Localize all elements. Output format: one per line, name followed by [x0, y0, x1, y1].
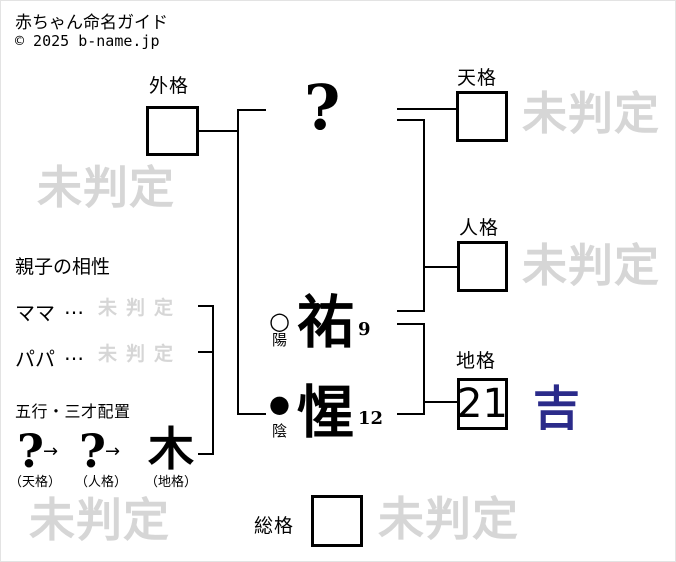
- tenkaku-label: 天格: [457, 67, 498, 89]
- bracket-chikaku-vertical: [423, 323, 425, 415]
- sansai-arrow-2-icon: →: [105, 441, 121, 462]
- aisho-papa-label: パパ: [15, 347, 55, 371]
- jinkaku-box: [457, 241, 508, 292]
- bottom-left-watermark: 未判定: [29, 493, 170, 547]
- bracket-aisho-mama: [198, 305, 214, 307]
- jinkaku-result-watermark: 未判定: [522, 239, 661, 292]
- aisho-papa-dots: …: [64, 341, 84, 365]
- soukaku-box: [311, 495, 363, 547]
- tenkaku-result-watermark: 未判定: [522, 87, 661, 140]
- given-name-char-2-strokes: 12: [358, 408, 384, 429]
- chikaku-result-kichi: 吉: [533, 382, 580, 437]
- page-title: 赤ちゃん命名ガイド: [15, 13, 168, 33]
- bracket-jinkaku-vertical: [423, 119, 425, 312]
- gaikaku-result-watermark: 未判定: [37, 161, 176, 214]
- given-name-char-2: 惺: [297, 379, 354, 446]
- bracket-outer-vertical: [237, 109, 239, 415]
- gaikaku-label: 外格: [149, 75, 190, 97]
- chikaku-value: 21: [457, 381, 508, 427]
- chikaku-box: 21: [457, 378, 508, 430]
- yin-label: 陰: [272, 422, 288, 440]
- yang-circle-icon: ○: [269, 307, 290, 335]
- bracket-sansai-ki: [198, 453, 214, 455]
- connector-jinkaku-box: [425, 266, 457, 268]
- sansai-element-1: ?: [17, 424, 44, 478]
- sansai-arrow-1-icon: →: [43, 441, 59, 462]
- soukaku-label: 総格: [254, 515, 295, 537]
- bracket-jinkaku-top: [397, 119, 425, 121]
- yin-circle-icon: ●: [269, 390, 290, 418]
- connector-chikaku-box: [425, 401, 457, 403]
- sansai-element-3: 木: [148, 422, 194, 476]
- bracket-outer-bottom: [237, 413, 266, 415]
- aisho-mama-result: 未判定: [98, 297, 183, 319]
- given-name-char-1: 祐: [297, 289, 354, 356]
- aisho-papa-result: 未判定: [98, 343, 183, 365]
- bracket-aisho-vertical: [212, 305, 214, 455]
- yang-label: 陽: [272, 331, 288, 349]
- sansai-paren-label-jinkaku: （人格）: [75, 475, 128, 490]
- connector-gaikaku-box: [199, 130, 238, 132]
- bracket-chikaku-bottom: [397, 413, 425, 415]
- sansai-section-title: 五行・三才配置: [15, 402, 131, 421]
- sansai-element-2: ?: [79, 424, 106, 478]
- bracket-jinkaku-bottom: [397, 310, 425, 312]
- aisho-mama-label: ママ: [15, 301, 55, 325]
- soukaku-result-watermark: 未判定: [378, 492, 519, 546]
- chikaku-label: 地格: [456, 350, 497, 372]
- bracket-chikaku-top: [397, 323, 425, 325]
- copyright-text: © 2025 b-name.jp: [15, 32, 160, 50]
- connector-tenkaku: [397, 108, 457, 110]
- tenkaku-box: [456, 91, 508, 142]
- surname-placeholder: ?: [304, 71, 341, 144]
- sansai-paren-label-tenkaku: （天格）: [9, 475, 62, 490]
- bracket-aisho-papa: [198, 351, 214, 353]
- aisho-mama-dots: …: [64, 295, 84, 319]
- sansai-paren-label-chikaku: （地格）: [145, 475, 198, 490]
- gaikaku-box: [146, 106, 199, 156]
- bracket-outer-top: [237, 109, 266, 111]
- given-name-char-1-strokes: 9: [358, 319, 371, 340]
- aisho-section-title: 親子の相性: [15, 256, 111, 278]
- jinkaku-label: 人格: [459, 217, 500, 239]
